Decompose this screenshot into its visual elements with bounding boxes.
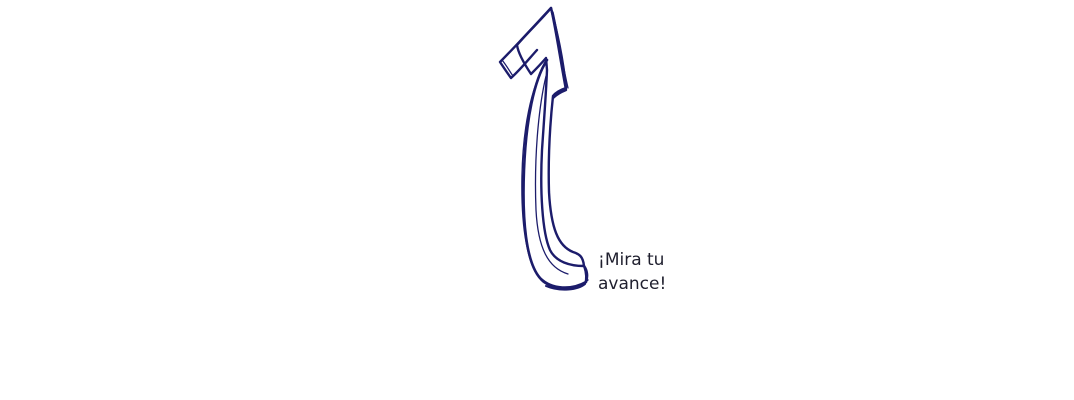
callout-line-1: ¡Mira tu [598, 250, 665, 270]
arrowhead-right-side [549, 6, 568, 100]
callout-text: ¡Mira tu avance! [598, 248, 718, 296]
arrow-inner-groove [534, 75, 569, 275]
arrow-tail-curl [545, 265, 588, 291]
arrowhead-left-wing-sketch [501, 9, 550, 77]
arrow-shaft-outer-sketch [521, 63, 589, 290]
callout-line-2: avance! [598, 274, 667, 294]
arrowhead-right-side-sketch [552, 11, 569, 89]
